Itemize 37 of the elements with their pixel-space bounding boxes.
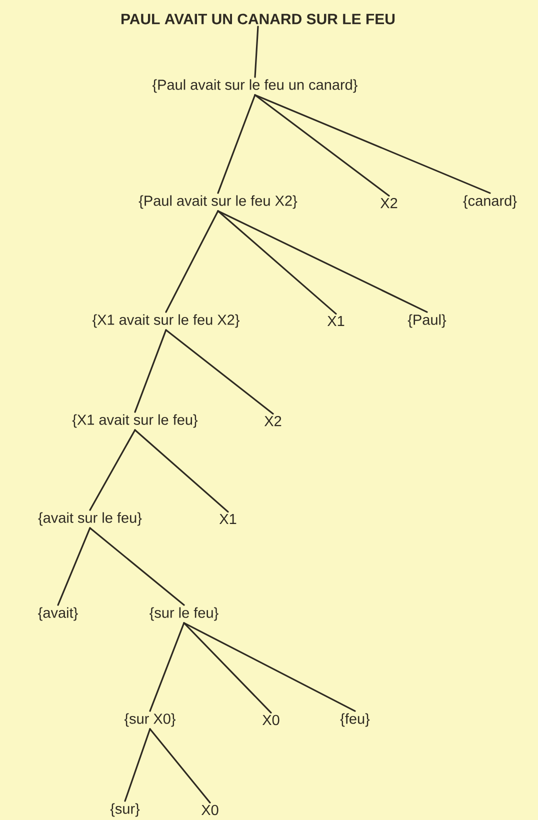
tree-node-label: {sur} [110, 803, 140, 817]
tree-branch [124, 728, 151, 802]
tree-node-label: X1 [327, 316, 344, 326]
tree-branch [254, 26, 259, 78]
tree-branch [165, 329, 274, 415]
tree-branch [57, 527, 91, 606]
tree-node-label: X0 [262, 714, 280, 726]
tree-node-label: {sur X0} [124, 713, 176, 727]
tree-branch [254, 94, 390, 197]
tree-node-label: {X1 avait sur le feu} [72, 414, 198, 428]
tree-branch [149, 728, 211, 804]
tree-node-label: {Paul} [408, 314, 446, 328]
title-text: PAUL AVAIT UN CANARD SUR LE FEU [122, 14, 395, 24]
tree-node-label: {feu} [340, 713, 370, 727]
tree-branch [89, 527, 185, 606]
tree-node-label: X2 [264, 416, 282, 426]
tree-branch [183, 622, 356, 712]
tree-branch [217, 94, 256, 194]
tree-node-label: {X1 avait sur le feu X2} [92, 314, 240, 328]
tree-branch [134, 329, 167, 413]
tree-node-label: {canard} [463, 195, 517, 209]
tree-node-label: {Paul avait sur le feu X2} [138, 195, 298, 209]
tree-branch [149, 622, 185, 712]
tree-node-label: {avait} [38, 607, 78, 621]
tree-node-label: X0 [201, 804, 218, 816]
tree-branch [89, 429, 136, 511]
tree-branch [254, 94, 491, 194]
tree-branch [183, 622, 272, 714]
tree-branch [217, 210, 337, 315]
tree-node-label: {Paul avait sur le feu un canard} [152, 79, 358, 93]
tree-branch [165, 210, 219, 313]
tree-branch [217, 210, 428, 313]
tree-node-label: X2 [380, 198, 398, 208]
tree-node-label: {sur le feu} [150, 607, 218, 621]
tree-node-label: X1 [219, 514, 236, 524]
tree-branch [134, 429, 229, 513]
tree-node-label: {avait sur le feu} [38, 512, 142, 526]
